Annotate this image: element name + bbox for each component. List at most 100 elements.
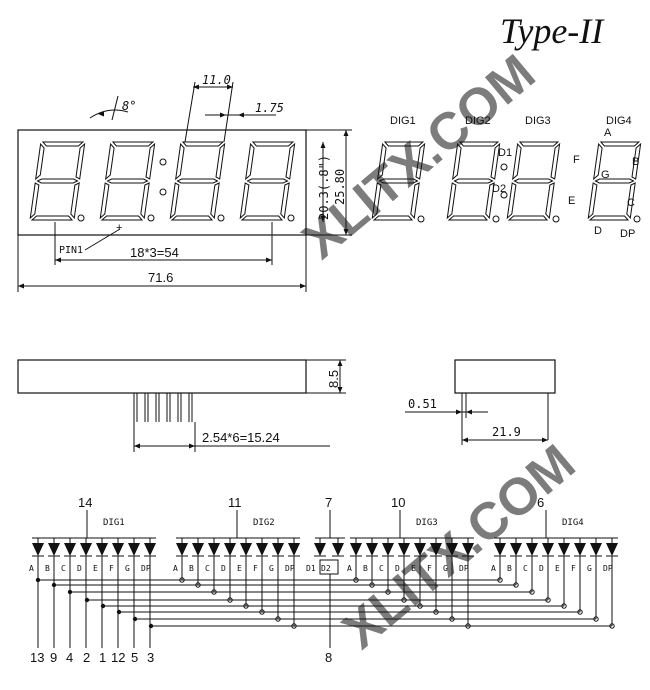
legend-segment-label-c: C <box>627 197 635 209</box>
segment-outline <box>410 182 420 220</box>
segment-pin-label-a: 13 <box>30 650 44 665</box>
dimension-arrow <box>542 437 548 443</box>
segment-outline <box>458 141 500 147</box>
display-body-outline <box>17 129 307 236</box>
segment-outline <box>512 142 522 181</box>
segment-label-f: F <box>109 564 114 573</box>
legend-colon-lower <box>500 191 508 199</box>
segment-outline <box>41 141 85 147</box>
led-diode <box>558 543 570 556</box>
segment-label-b: B <box>507 564 512 573</box>
segment-outline <box>175 142 185 181</box>
group-label: DIG3 <box>416 518 438 528</box>
segment-outline <box>75 142 86 180</box>
led-diode <box>256 543 268 556</box>
segment-outline <box>210 182 220 220</box>
dim-end-pin-text: 0.51 <box>408 397 437 411</box>
dimension-arrow <box>189 443 195 449</box>
led-diode <box>48 543 60 556</box>
segment-outline <box>215 142 226 180</box>
dimension-arrow <box>320 216 326 222</box>
colon-diode <box>332 543 344 556</box>
led-diode <box>144 543 156 556</box>
dimension-arrow <box>462 437 468 443</box>
front-dp-dot <box>77 214 85 222</box>
segment-outline <box>371 182 382 220</box>
led-diode <box>80 543 92 556</box>
colon-d2-label: D2 <box>321 564 331 573</box>
segment-label-dp: DP <box>285 564 295 573</box>
segment-label-b: B <box>45 564 50 573</box>
segment-outline <box>30 215 74 221</box>
legend-segment-label-dp: DP <box>620 228 635 240</box>
segment-outline <box>176 178 219 184</box>
segment-outline <box>507 215 549 221</box>
common-pin-label: 10 <box>391 495 405 510</box>
legend-dp-dot <box>492 215 500 223</box>
segment-outline <box>545 182 555 220</box>
segment-outline <box>99 182 110 220</box>
junction <box>51 582 57 588</box>
segment-pin-label-d: 2 <box>83 650 90 665</box>
end-body <box>454 359 556 394</box>
led-diode <box>224 543 236 556</box>
dim-digit-width-text: 11.0 <box>202 73 231 87</box>
dimension-arrow <box>193 84 199 90</box>
led-diode <box>462 543 474 556</box>
side-body <box>17 359 307 394</box>
segment-outline <box>240 215 284 221</box>
segment-label-c: C <box>523 564 528 573</box>
segment-label-g: G <box>587 564 592 573</box>
led-diode <box>176 543 188 556</box>
dim-end-depth-text: 21.9 <box>492 425 521 439</box>
angle-arrow <box>98 111 104 117</box>
segment-outline <box>594 178 635 184</box>
segment-outline <box>593 142 603 181</box>
legend-dp-dot <box>417 215 425 223</box>
side-view: 8.52.54*6=15.24 <box>17 359 346 452</box>
dimension-arrow <box>300 283 306 289</box>
segment-outline <box>29 182 40 220</box>
dimension-arrow <box>343 229 349 235</box>
segment-outline <box>626 182 636 220</box>
segment-outline <box>453 178 494 184</box>
junction <box>132 616 138 622</box>
segment-label-e: E <box>411 564 416 573</box>
segment-outline <box>518 141 560 147</box>
angle-arc <box>89 109 129 119</box>
front-digit-3 <box>169 141 226 221</box>
led-diode <box>542 543 554 556</box>
segment-outline <box>285 142 296 180</box>
led-diode <box>32 543 44 556</box>
group-label: DIG2 <box>253 518 275 528</box>
segment-label-c: C <box>379 564 384 573</box>
segment-label-c: C <box>61 564 66 573</box>
segment-outline <box>631 142 642 180</box>
segment-label-c: C <box>205 564 210 573</box>
segment-outline <box>145 142 156 180</box>
led-diode <box>606 543 618 556</box>
ext-line <box>223 81 234 143</box>
pin1-mark: + <box>116 222 122 234</box>
segment-outline <box>485 182 495 220</box>
dimension-arrow <box>266 257 272 263</box>
segment-label-a: A <box>491 564 496 573</box>
dim-pin-pitch-text: 2.54*6=15.24 <box>202 430 280 445</box>
group-label: DIG4 <box>562 518 584 528</box>
led-diode <box>240 543 252 556</box>
junction <box>35 577 41 583</box>
common-pin-label: 14 <box>78 495 92 510</box>
legend-d2-label: D2 <box>492 183 506 195</box>
segment-outline <box>383 141 425 147</box>
led-diode <box>350 543 362 556</box>
segment-outline <box>447 215 489 221</box>
segment-outline <box>70 182 80 220</box>
segment-outline <box>246 178 289 184</box>
legend-segment-label-e: E <box>568 195 575 207</box>
led-diode <box>414 543 426 556</box>
segment-outline <box>170 215 214 221</box>
dimension-arrow <box>320 142 326 148</box>
segment-label-d: D <box>221 564 226 573</box>
segment-pin-label-f: 12 <box>111 650 125 665</box>
led-diode <box>510 543 522 556</box>
